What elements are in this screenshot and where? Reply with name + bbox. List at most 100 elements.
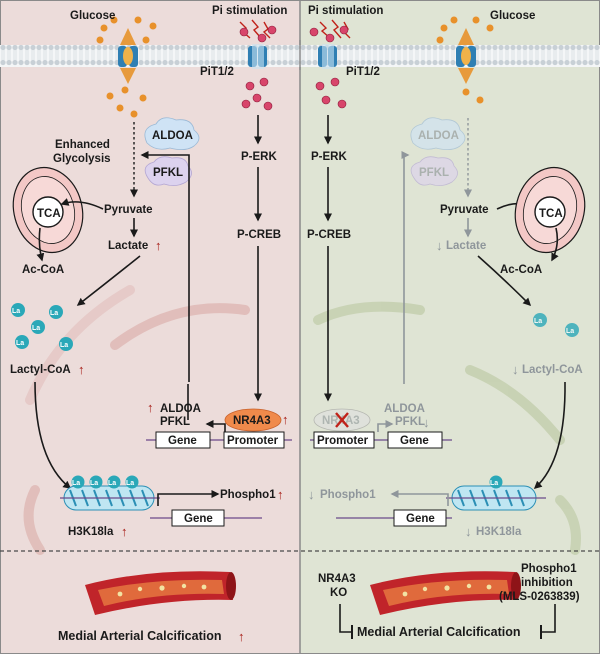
left-nucleosome-icon: [60, 485, 160, 511]
right-lactate-label: Lactate: [446, 240, 486, 252]
left-glucose-label: Glucose: [70, 10, 115, 22]
left-promoter-label: Promoter: [227, 435, 279, 447]
left-aldoa-cloud: ALDOA: [144, 117, 200, 150]
right-phosphate-molecules: [309, 25, 349, 109]
left-aldoa-gene-label: ALDOA: [160, 403, 201, 415]
left-glucose-molecules: [96, 16, 157, 118]
right-gene-box: [387, 431, 443, 449]
left-pfkl-gene-label: PFKL: [160, 416, 190, 428]
right-nr4a3-knockout-cross-icon: [335, 412, 349, 428]
right-ko-inhibition-line: [339, 604, 352, 633]
right-promoter-label: Promoter: [317, 435, 369, 447]
left-pcreb-label: P-CREB: [237, 229, 281, 241]
left-la-molecules: La La La La La: [11, 303, 73, 351]
left-h3k18la-label: H3K18la: [68, 526, 114, 538]
right-h3k18la-label: H3K18la: [476, 526, 522, 538]
left-lactyl-coa-label: Lactyl-CoA: [10, 364, 71, 376]
left-enhanced-label: Enhanced: [55, 139, 110, 151]
right-promoter-box: [313, 431, 375, 449]
right-ko-label-line1: NR4A3: [318, 573, 356, 585]
svg-text:La: La: [72, 480, 80, 487]
right-glucose-transporter-icon: [456, 28, 476, 84]
left-phospho1-label: Phospho1: [220, 489, 276, 501]
right-glucose-molecules: [436, 16, 494, 104]
left-mac-up-arrow: ↑: [238, 629, 245, 644]
left-phosphate-molecules: [239, 25, 277, 111]
left-glucose-transporter-icon: [118, 28, 138, 84]
left-phospho1-up-arrow: ↑: [277, 487, 284, 502]
left-gene-label: Gene: [168, 435, 197, 447]
svg-text:La: La: [12, 308, 20, 315]
left-pyruvate-label: Pyruvate: [104, 204, 153, 216]
right-calcified-artery-icon: [370, 571, 521, 615]
right-pit-label: PiT1/2: [346, 66, 380, 78]
svg-text:La: La: [90, 480, 98, 487]
left-mitochondrion-icon: TCA: [12, 166, 84, 254]
right-perk-label: P-ERK: [311, 151, 347, 163]
right-phospho1-gene-box: [393, 509, 447, 527]
right-gene-label: Gene: [400, 435, 429, 447]
right-mac-label: Medial Arterial Calcification: [357, 625, 520, 639]
background-organelles-right: [313, 301, 581, 555]
left-lactate-label: Lactate: [108, 240, 148, 252]
right-inhibition-label-line2: inhibition: [521, 577, 573, 589]
left-pit-label: PiT1/2: [200, 66, 234, 78]
right-phospho1-gene-label: Gene: [406, 513, 435, 525]
right-ko-label-line2: KO: [330, 587, 347, 599]
right-pcreb-label: P-CREB: [307, 229, 351, 241]
right-nucleosome-icon: [446, 485, 546, 511]
right-la-molecules: La La: [533, 313, 579, 337]
svg-text:La: La: [60, 342, 68, 349]
right-pfkl-gene-label: PFKL: [395, 416, 425, 428]
right-nucleosome-la-mark: La: [489, 475, 503, 489]
right-mitochondrion-icon: TCA: [514, 166, 586, 254]
right-phospho1-down-arrow: ↓: [308, 487, 315, 502]
right-aldoa-cloud-label: ALDOA: [418, 130, 459, 142]
right-accoa-label: Ac-CoA: [500, 264, 542, 276]
svg-text:La: La: [16, 340, 24, 347]
right-pfkl-cloud-label: PFKL: [419, 167, 449, 179]
svg-text:La: La: [126, 480, 134, 487]
left-accoa-label: Ac-CoA: [22, 264, 64, 276]
left-nr4a3-up-arrow: ↑: [282, 412, 289, 427]
left-promoter-box: [223, 431, 285, 449]
right-pfkl-cloud: PFKL: [410, 156, 458, 186]
right-tca-label: TCA: [539, 208, 563, 220]
svg-text:La: La: [108, 480, 116, 487]
right-panel-background: [300, 0, 600, 654]
left-perk-label: P-ERK: [241, 151, 277, 163]
right-aldoa-cloud: ALDOA: [410, 117, 466, 150]
right-inhibition-label-line1: Phospho1: [521, 563, 577, 575]
left-h3k18la-up-arrow: ↑: [121, 524, 128, 539]
left-lactyl-coa-up-arrow: ↑: [78, 362, 85, 377]
left-tca-label: TCA: [37, 208, 61, 220]
svg-text:La: La: [32, 325, 40, 332]
svg-text:La: La: [490, 480, 498, 487]
left-gene-box: [155, 431, 211, 449]
right-lactyl-coa-label: Lactyl-CoA: [522, 364, 583, 376]
svg-text:La: La: [50, 310, 58, 317]
left-glycolysis-label: Glycolysis: [53, 153, 111, 165]
left-aldoa-gene-up-arrow: ↑: [147, 400, 154, 415]
right-lactyl-coa-down-arrow: ↓: [512, 362, 519, 377]
right-glucose-label: Glucose: [490, 10, 535, 22]
right-inhibition-label-line3: (MLS-0263839): [499, 591, 580, 603]
left-nr4a3-label: NR4A3: [233, 415, 271, 427]
left-lactate-up-arrow: ↑: [155, 238, 162, 253]
left-mac-label: Medial Arterial Calcification: [58, 629, 221, 643]
left-nr4a3-protein: NR4A3: [224, 408, 282, 432]
svg-text:La: La: [534, 318, 542, 325]
right-aldoa-gene-down-arrow: ↓: [423, 415, 430, 430]
left-phospho1-gene-box: [171, 509, 225, 527]
right-aldoa-gene-label: ALDOA: [384, 403, 425, 415]
right-pit-transporter-icon: [318, 44, 337, 69]
right-drug-inhibition-line: [541, 604, 556, 633]
left-phospho1-gene-label: Gene: [184, 513, 213, 525]
svg-text:La: La: [566, 328, 574, 335]
background-organelles-left: [23, 285, 250, 555]
right-pyruvate-label: Pyruvate: [440, 204, 489, 216]
right-phospho1-label: Phospho1: [320, 489, 376, 501]
left-nucleosome-la-marks: La La La La: [71, 475, 139, 489]
left-pi-stimulation-label: Pi stimulation: [212, 5, 287, 17]
